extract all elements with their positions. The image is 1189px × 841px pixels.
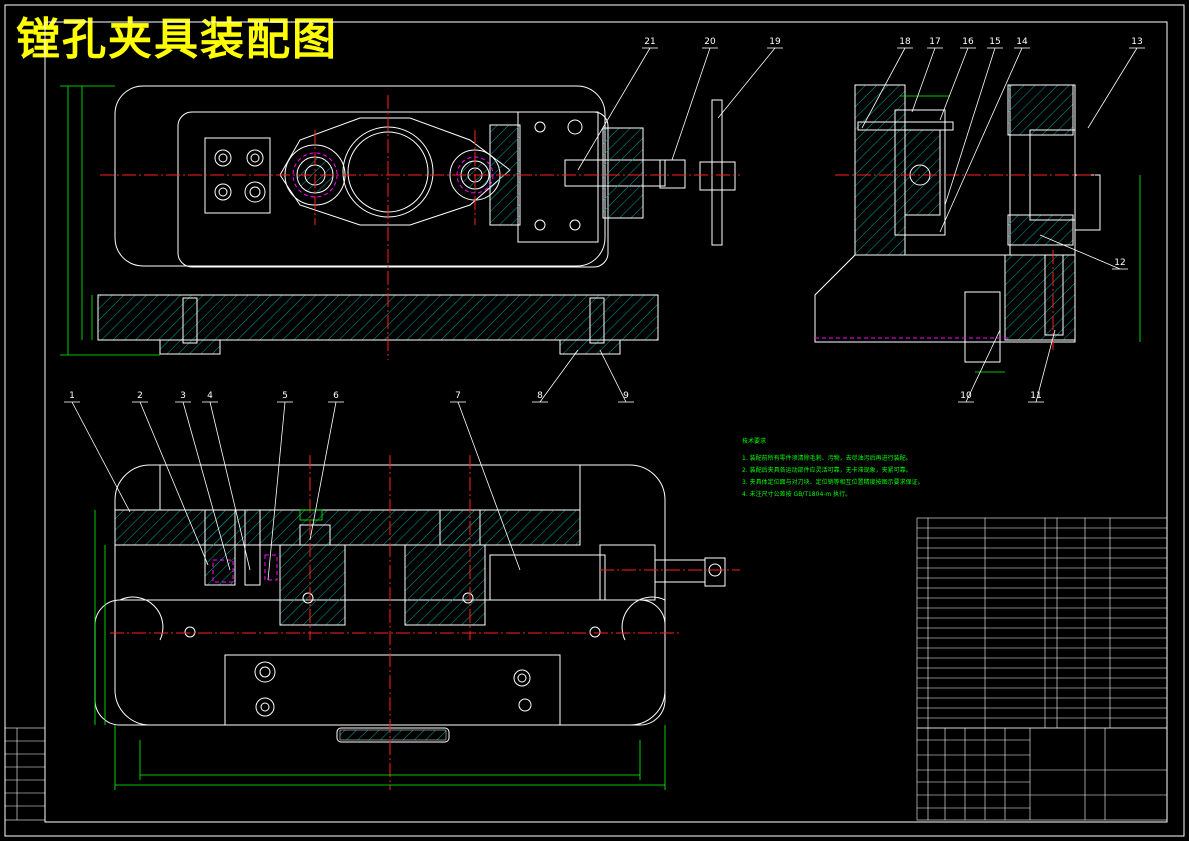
balloon-side-leader bbox=[939, 47, 1023, 233]
balloon-bottom-label: 6 bbox=[333, 391, 339, 401]
balloon-bottom-label: 9 bbox=[623, 391, 629, 401]
balloon-bottom-leader bbox=[209, 401, 251, 571]
title-block-frame bbox=[916, 727, 1168, 821]
balloon-side-label: 16 bbox=[962, 37, 974, 47]
front-view bbox=[94, 464, 726, 743]
parts-list-frame bbox=[916, 517, 1168, 729]
title-block bbox=[916, 727, 1168, 821]
revision-strip bbox=[4, 727, 46, 821]
balloon-bottom-leader bbox=[539, 349, 579, 403]
top-view-centerlines bbox=[100, 95, 740, 360]
requirement-line-2: 2. 装配后夹具各运动部件应灵活可靠，无卡滞现象，夹紧可靠。 bbox=[742, 466, 912, 474]
balloon-bottom-leader bbox=[71, 401, 131, 513]
balloon-bottom-leader bbox=[457, 401, 521, 571]
balloon-side-leader bbox=[861, 47, 906, 129]
balloon-side-label: 13 bbox=[1131, 37, 1142, 47]
balloon-side-label: 14 bbox=[1016, 37, 1028, 47]
balloon-bottom-leader bbox=[267, 401, 286, 581]
front-view-dimensions bbox=[94, 509, 666, 790]
front-view-hatch-knurl bbox=[339, 729, 447, 741]
balloon-side-label: 15 bbox=[989, 37, 1000, 47]
balloon-bottom-leader bbox=[599, 349, 627, 403]
balloon-bottom-leader bbox=[139, 401, 209, 566]
balloon-bottom-leader bbox=[182, 401, 231, 571]
inner-border bbox=[44, 21, 1168, 823]
balloon-side-label: 11 bbox=[1030, 391, 1041, 401]
balloon-bottom-label: 1 bbox=[69, 391, 75, 401]
balloon-side-label: 12 bbox=[1114, 258, 1125, 268]
parts-list-table bbox=[916, 517, 1168, 729]
balloon-side-leader bbox=[911, 47, 936, 113]
outer-border bbox=[4, 4, 1185, 837]
revision-strip-frame bbox=[4, 727, 46, 821]
balloon-side-leader bbox=[1039, 234, 1121, 270]
balloon-bottom-label: 2 bbox=[137, 391, 143, 401]
balloon-bottom-label: 3 bbox=[180, 391, 186, 401]
front-view-centerlines bbox=[110, 455, 740, 790]
balloon-bottom-label: 4 bbox=[207, 391, 213, 401]
requirement-line-4: 4. 未注尺寸公差按 GB/T1804-m 执行。 bbox=[742, 490, 851, 498]
side-view bbox=[814, 84, 1101, 363]
technical-requirements: 技术要求 1. 装配前所有零件须清除毛刺、污物，去尽油污后再进行装配。 2. 装… bbox=[742, 437, 924, 498]
balloon-side-leader bbox=[939, 47, 969, 121]
balloon-top-label: 20 bbox=[704, 37, 716, 47]
balloon-bottom-label: 8 bbox=[537, 391, 543, 401]
top-view-dimensions bbox=[60, 85, 160, 356]
balloon-bottom-label: 7 bbox=[455, 391, 461, 401]
balloon-side-label: 10 bbox=[960, 391, 972, 401]
balloon-side-leader bbox=[1035, 329, 1056, 403]
balloon-side-label: 18 bbox=[899, 37, 911, 47]
balloon-top-label: 19 bbox=[769, 37, 781, 47]
balloon-top-leader bbox=[717, 47, 776, 119]
requirement-line-3: 3. 夹具体定位面与对刀块、定位销等相互位置精度按图示要求保证。 bbox=[742, 478, 924, 486]
top-view-hidden bbox=[292, 152, 494, 198]
balloon-side-label: 17 bbox=[929, 37, 940, 47]
balloon-side-leader bbox=[944, 47, 996, 206]
balloon-top-label: 21 bbox=[644, 37, 655, 47]
top-view bbox=[97, 85, 736, 355]
side-view-centerlines bbox=[835, 174, 1095, 350]
balloon-bottom-leader bbox=[309, 401, 337, 541]
balloon-side-leader bbox=[965, 329, 1001, 403]
requirements-heading: 技术要求 bbox=[742, 437, 766, 445]
balloon-top-leader bbox=[671, 47, 711, 161]
balloon-side-leader bbox=[1087, 47, 1138, 129]
balloon-bottom-label: 5 bbox=[282, 391, 288, 401]
front-view-hidden bbox=[212, 554, 278, 583]
requirement-line-1: 1. 装配前所有零件须清除毛刺、污物，去尽油污后再进行装配。 bbox=[742, 454, 912, 462]
balloon-top-leader bbox=[577, 47, 651, 171]
